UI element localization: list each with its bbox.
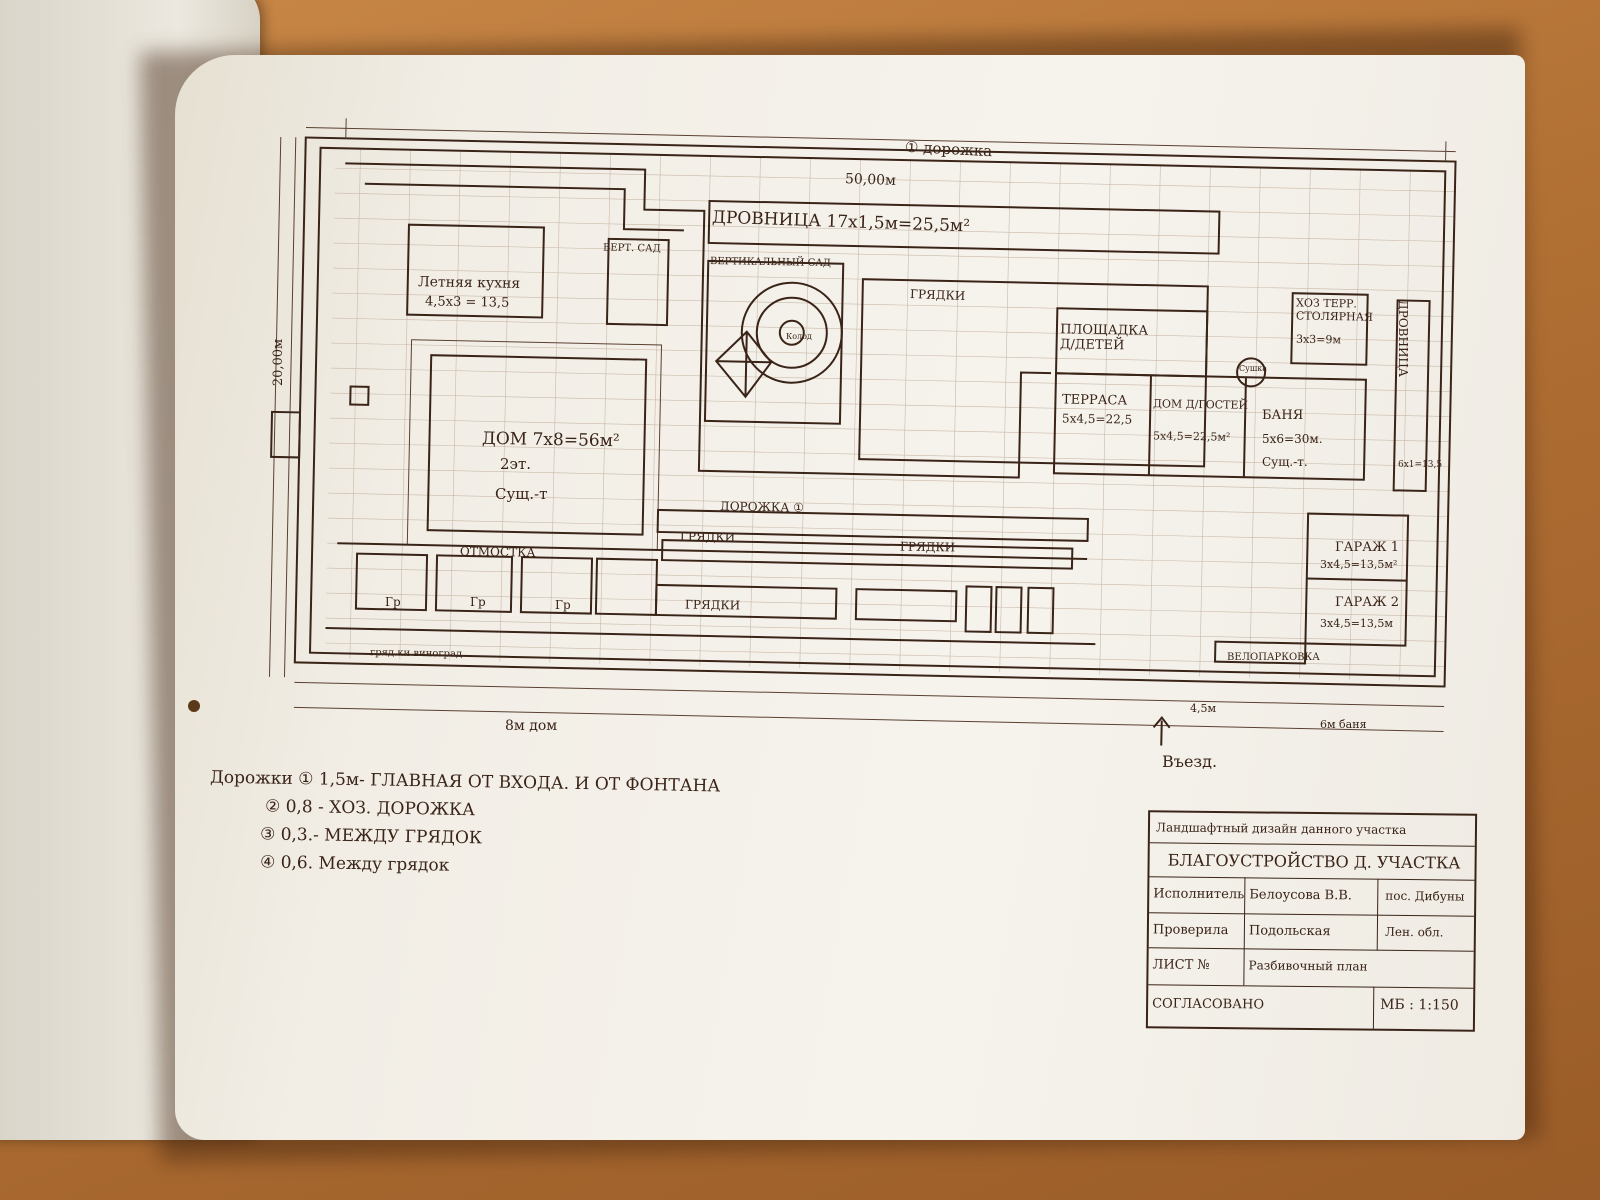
entrance-label: Въезд. [1162,752,1218,771]
plot-boundary [308,146,1447,678]
beds-top-label: ГРЯДКИ [909,287,966,303]
utility-area: 3х3=9м [1295,332,1342,347]
bottom-dim-label: 8м дом [505,718,558,734]
beds-mid1-label: ГРЯДКИ [679,529,736,545]
woodshed-top-outline [707,199,1221,255]
beds-vine-label: гряд.ки виноград [369,647,463,660]
terrace-area: 5х4,5=22,5 [1061,411,1133,427]
house-label: ДОМ 7х8=56м² [481,428,620,452]
bike-parking-outline [1213,640,1307,665]
fence-line [293,136,1457,688]
guest-house-label: ДОМ Д/ГОСТЕЙ [1152,397,1249,412]
garage1-label: ГАРАЖ 1 [1335,540,1400,555]
agreed-label: СОГЛАСОВАНО [1152,996,1265,1013]
house-floors: 2эт. [500,455,532,473]
sheet-name: Разбивочный план [1248,958,1368,974]
garage2-label: ГАРАЖ 2 [1335,595,1400,610]
dim-45-label: 4,5м [1190,702,1217,715]
checked-label: Проверила [1152,922,1229,939]
fountain-label: Колод [786,332,812,341]
executor-name: Белоусова В.В. [1249,887,1353,904]
beds-row-1 [656,508,1089,542]
woodshed-vert-label: ДРОВНИЦА [1396,300,1410,377]
tank-circle [1236,357,1267,388]
sheet-label: ЛИСТ № [1152,957,1210,973]
summer-kitchen-label: Летняя кухня [417,274,521,292]
paths-legend: Дорожки ① 1,5м- ГЛАВНАЯ ОТ ВХОДА. И ОТ Ф… [210,768,721,880]
vert-garden-label: ВЕРТИКАЛЬНЫЙ САД [709,255,832,270]
bath-area: 5х6=30м. [1262,432,1323,446]
house-outline [426,354,648,536]
well-square [349,385,370,406]
bed-box-4 [594,557,659,616]
dim-bath-label: 6м баня [1320,718,1367,731]
path-label: ДОРОЖКА ① [719,499,805,515]
summer-kitchen-area: 4,5х3 = 13,5 [424,294,510,311]
location-1: пос. Дибуны [1385,888,1465,904]
bed-g-label-3: Гр [555,598,571,612]
bed-box-2 [434,554,514,613]
notebook-sheet [175,55,1525,1140]
top-length-label: 50,00м [844,171,897,189]
location-2: Лен. обл. [1384,924,1444,940]
blind-area-label: ОТМОСТКА [459,544,536,560]
beds-row-4 [854,588,958,623]
house-existing: Сущ.-т [495,485,548,503]
bed-box-3 [519,556,594,615]
summer-kitchen-outline [406,223,545,319]
utility-outline [1290,292,1369,366]
woodshed-vert-area: 6х1=13,5 [1398,460,1443,470]
woodshed-vertical-outline [1392,299,1431,493]
bath-label: БАНЯ [1262,408,1304,423]
bed-small-2 [994,586,1023,634]
tank-label: Сушка [1239,364,1268,373]
bed-small-3 [1026,586,1055,635]
stamp-header: Ландшафтный дизайн данного участка [1155,820,1407,837]
scale-label: МБ : 1:150 [1380,996,1459,1014]
vert-garden-small-outline [605,237,670,327]
beds-mid2-label: ГРЯДКИ [899,539,956,555]
kids-area-label: ПЛОЩАДКА Д/ДЕТЕЙ [1059,322,1149,354]
gate-left [270,410,302,459]
checked-name: Подольская [1248,923,1331,940]
bed-box-1 [354,552,429,612]
bed-g-label-2: Гр [470,595,486,609]
garage2-area: 3х4,5=13,5м [1320,617,1393,630]
bath-existing: Сущ.-т. [1262,455,1308,469]
vert-garden-small-label: ВЕРТ. САД [602,242,661,255]
buildings-row-outline [1052,372,1367,481]
title-block: Ландшафтный дизайн данного участка БЛАГО… [1145,810,1478,1032]
executor-label: Исполнитель [1153,886,1245,903]
beds-low-label: ГРЯДКИ [684,597,741,613]
binding-ring [188,700,200,712]
bike-parking-label: ВЕЛОПАРКОВКА [1227,652,1320,663]
bed-small-1 [964,585,993,633]
garage1-area: 3х4,5=13,5м² [1320,558,1398,571]
stamp-title: БЛАГОУСТРОЙСТВО Д. УЧАСТКА [1167,850,1461,873]
width-dim-label: 20,00м [271,338,287,387]
terrace-label: ТЕРРАСА [1061,392,1128,409]
entrance-arrow [1152,715,1171,746]
kids-area-outline [1054,307,1209,378]
bed-g-label-1: Гр [385,595,401,609]
guest-house-area: 5х4,5=22,5м² [1152,429,1231,444]
utility-label: ХОЗ ТЕРР. СТОЛЯРНАЯ [1295,296,1374,324]
fountain-circle [778,319,805,346]
